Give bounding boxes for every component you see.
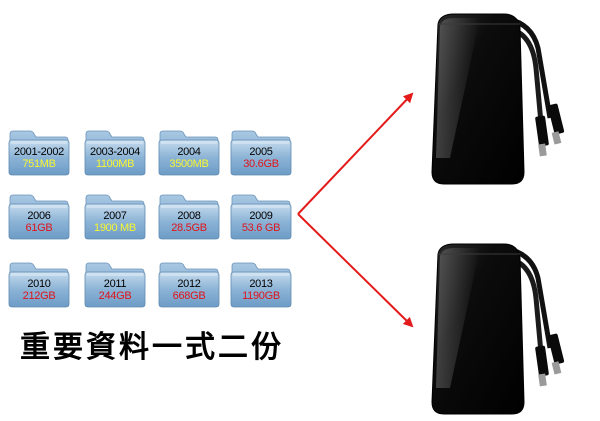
arrow-to-bottom-drive [297, 213, 414, 328]
folder-year-label: 2010 [27, 278, 51, 290]
folder-year-label: 2006 [27, 210, 51, 222]
folder-year-label: 2005 [249, 146, 273, 158]
folder-2012[interactable]: 2012 668GB [158, 260, 220, 308]
folder-2004[interactable]: 2004 3500MB [158, 128, 220, 176]
arrow-to-top-drive [297, 92, 414, 215]
folder-size-label: 61GB [25, 222, 53, 234]
folder-2009[interactable]: 2009 53.6 GB [230, 192, 292, 240]
folder-size-label: 1900 MB [94, 222, 136, 234]
folder-year-label: 2011 [103, 278, 127, 290]
folder-2001-2002[interactable]: 2001-2002 751MB [8, 128, 70, 176]
folder-year-label: 2001-2002 [14, 146, 64, 158]
folder-2006[interactable]: 2006 61GB [8, 192, 70, 240]
folder-year-label: 2003-2004 [90, 146, 140, 158]
folder-year-label: 2009 [249, 210, 273, 222]
folder-size-label: 30.6GB [243, 158, 279, 170]
folder-size-label: 28.5GB [171, 222, 207, 234]
folder-2011[interactable]: 2011 244GB [84, 260, 146, 308]
caption-text: 重要資料一式二份 [20, 330, 284, 365]
folder-size-label: 212GB [22, 290, 56, 302]
external-hard-drive-icon [420, 238, 592, 418]
folder-size-label: 244GB [98, 290, 132, 302]
external-hard-drive-icon [420, 8, 592, 188]
folder-size-label: 751MB [22, 158, 56, 170]
folder-2008[interactable]: 2008 28.5GB [158, 192, 220, 240]
folder-2007[interactable]: 2007 1900 MB [84, 192, 146, 240]
folder-size-label: 1100MB [95, 158, 135, 170]
folder-year-label: 2007 [103, 210, 127, 222]
folder-size-label: 53.6 GB [241, 222, 281, 234]
folder-year-label: 2004 [177, 146, 201, 158]
folder-year-label: 2008 [177, 210, 201, 222]
folder-size-label: 668GB [172, 290, 206, 302]
folder-2003-2004[interactable]: 2003-2004 1100MB [84, 128, 146, 176]
folder-2013[interactable]: 2013 1190GB [230, 260, 292, 308]
folder-year-label: 2013 [249, 278, 273, 290]
folder-2010[interactable]: 2010 212GB [8, 260, 70, 308]
folder-year-label: 2012 [177, 278, 201, 290]
folder-size-label: 3500MB [169, 158, 209, 170]
folder-2005[interactable]: 2005 30.6GB [230, 128, 292, 176]
folder-size-label: 1190GB [242, 290, 280, 302]
